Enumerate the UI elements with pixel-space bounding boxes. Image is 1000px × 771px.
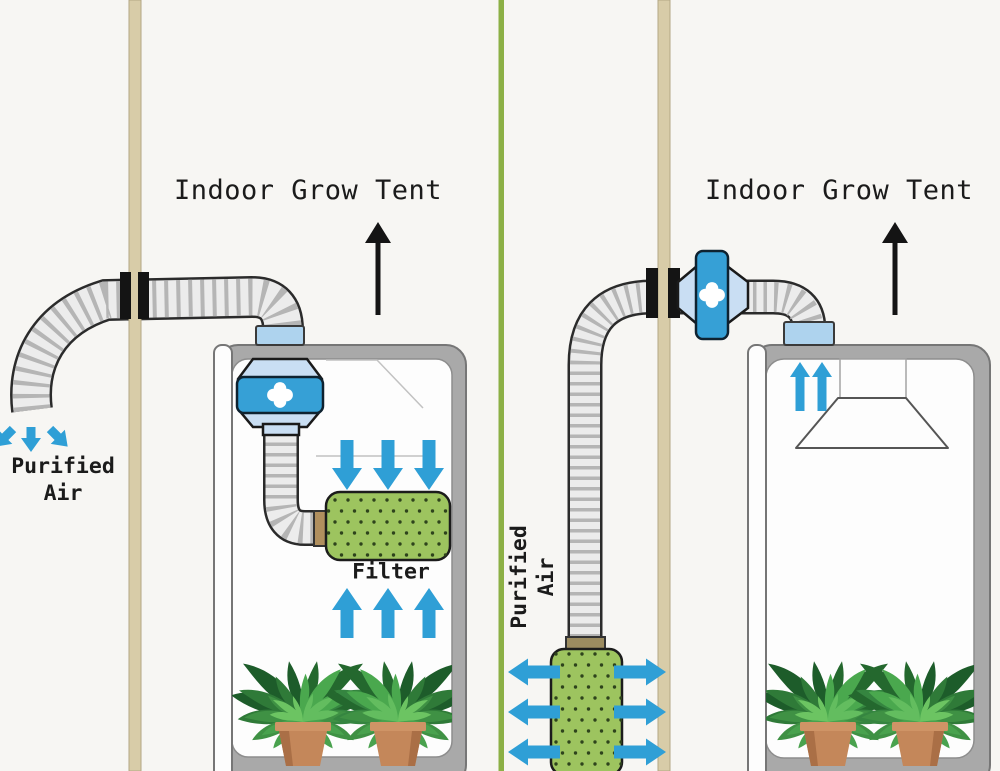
wall-collar-left — [120, 272, 149, 319]
purified-air-arrows-right — [508, 658, 666, 766]
grow-tent-right — [747, 344, 991, 771]
airflow-arrows-into-flange — [790, 362, 832, 411]
inline-fan-left — [235, 357, 325, 437]
duct-flange-right — [783, 321, 835, 346]
exhaust-up-arrow-right — [882, 222, 908, 315]
airflow-arrows-from-plants — [332, 588, 444, 638]
grow-light-hood — [795, 358, 949, 449]
inline-fan-right — [676, 249, 750, 341]
purified-air-label-left: Purified Air — [11, 454, 115, 506]
carbon-filter-right — [549, 636, 624, 771]
carbon-filter-left — [313, 490, 452, 562]
wall-pole-left — [128, 0, 142, 771]
airflow-arrows-into-filter — [332, 440, 444, 490]
duct-flange-left — [255, 325, 305, 346]
title-right: Indoor Grow Tent — [704, 175, 974, 206]
purified-air-label-right: Purified Air — [507, 525, 559, 629]
exhaust-duct-left — [10, 275, 304, 413]
panel-divider-line — [498, 0, 504, 771]
filter-label: Filter — [352, 559, 430, 585]
purified-air-arrows-left — [0, 425, 68, 452]
exhaust-up-arrow-left — [365, 222, 391, 315]
duct-fan-to-filter — [263, 432, 320, 546]
wall-pole-right — [657, 0, 671, 771]
title-left: Indoor Grow Tent — [173, 175, 443, 206]
